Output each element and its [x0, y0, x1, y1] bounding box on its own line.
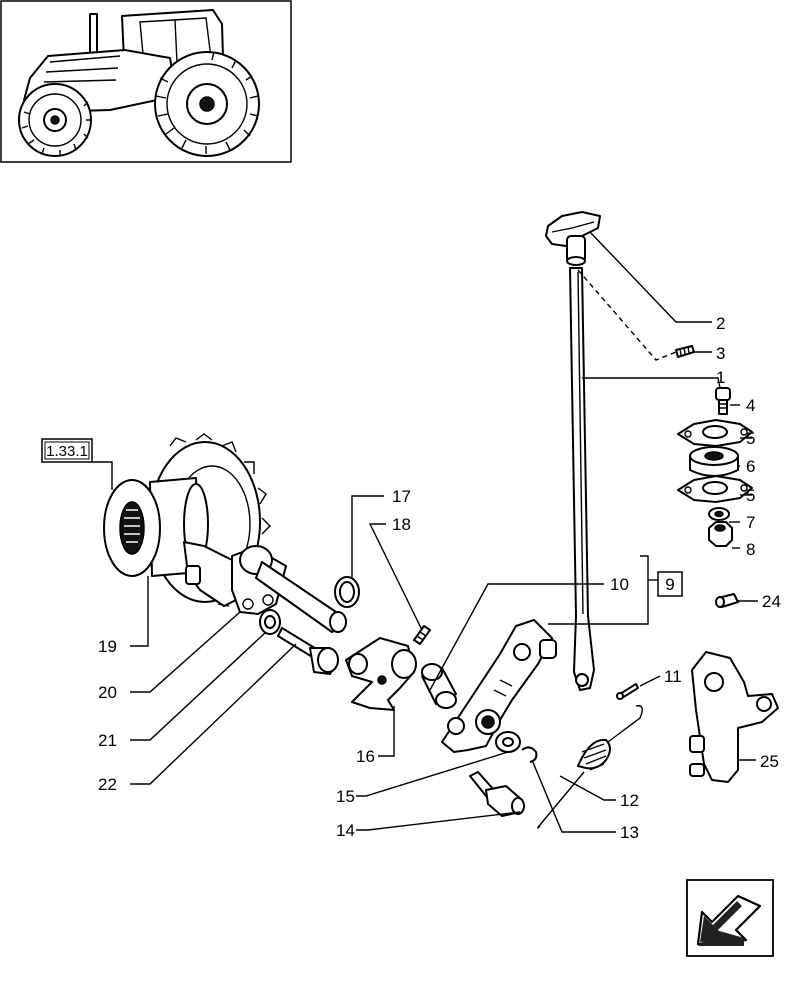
- callout-3: 3: [716, 344, 725, 363]
- callout-10: 10: [610, 575, 629, 594]
- callout-labels: 2 3 1 4 5 6 5 7 8 24 25 11 12 13 15 14 1…: [98, 314, 781, 842]
- part-22-bolt: [277, 627, 339, 675]
- section-ref-box[interactable]: 1.33.1: [41, 438, 93, 463]
- tractor-thumbnail: [0, 0, 292, 163]
- part-20-lever-shaft: [183, 541, 347, 633]
- part-3-pin: [675, 345, 695, 358]
- next-page-button[interactable]: [686, 879, 774, 957]
- callout-19: 19: [98, 637, 117, 656]
- callout-18: 18: [392, 515, 411, 534]
- part-12-tension-spring: [537, 705, 643, 829]
- tractor-icon: [18, 9, 260, 157]
- part-17-o-ring: [334, 576, 360, 608]
- next-page-arrow-icon: [696, 894, 762, 946]
- callout-21: 21: [98, 731, 117, 750]
- group-ref-box: 9: [657, 571, 683, 597]
- part-24-pin: [715, 593, 739, 608]
- callout-6: 6: [746, 457, 755, 476]
- callout-25: 25: [760, 752, 779, 771]
- part-10-bushing: [421, 663, 457, 709]
- callout-12: 12: [620, 791, 639, 810]
- part-5-lower-flange: [677, 475, 753, 503]
- callout-7: 7: [746, 513, 755, 532]
- part-1-lever-rod: [569, 267, 595, 691]
- callout-16: 16: [356, 747, 375, 766]
- callout-4: 4: [746, 396, 755, 415]
- callout-2: 2: [716, 314, 725, 333]
- callout-1: 1: [716, 368, 725, 387]
- part-7-washer: [708, 507, 730, 521]
- part-2-control-knob: [545, 211, 601, 266]
- section-ref-label: 1.33.1: [46, 443, 88, 460]
- callout-8: 8: [746, 540, 755, 559]
- part-4-bolt: [715, 387, 731, 415]
- callout-11: 11: [664, 667, 682, 686]
- callout-5-upper: 5: [746, 429, 755, 448]
- callout-15: 15: [336, 787, 355, 806]
- part-11-cotter-pin: [616, 683, 639, 700]
- part-15-washer: [495, 731, 521, 753]
- part-9-lever-plate: [441, 619, 557, 753]
- callout-24: 24: [762, 592, 781, 611]
- part-6-bush: [689, 446, 739, 477]
- part-5-upper-flange: [677, 419, 753, 447]
- callout-20: 20: [98, 683, 117, 702]
- callout-22: 22: [98, 775, 117, 794]
- leader-lines: [92, 231, 758, 833]
- callout-14: 14: [336, 821, 355, 840]
- part-25-bracket: [689, 651, 779, 783]
- part-21-washer: [259, 609, 281, 635]
- group-ref-label: 9: [665, 575, 674, 594]
- part-13-circlip: [521, 746, 538, 763]
- part-18-spring-pin: [413, 625, 431, 645]
- callout-5-lower: 5: [746, 486, 755, 505]
- part-14-stud: [469, 771, 525, 817]
- callout-13: 13: [620, 823, 639, 842]
- part-8-nut: [708, 521, 733, 547]
- part-16-clamp-lever: [345, 637, 417, 711]
- callout-17: 17: [392, 487, 411, 506]
